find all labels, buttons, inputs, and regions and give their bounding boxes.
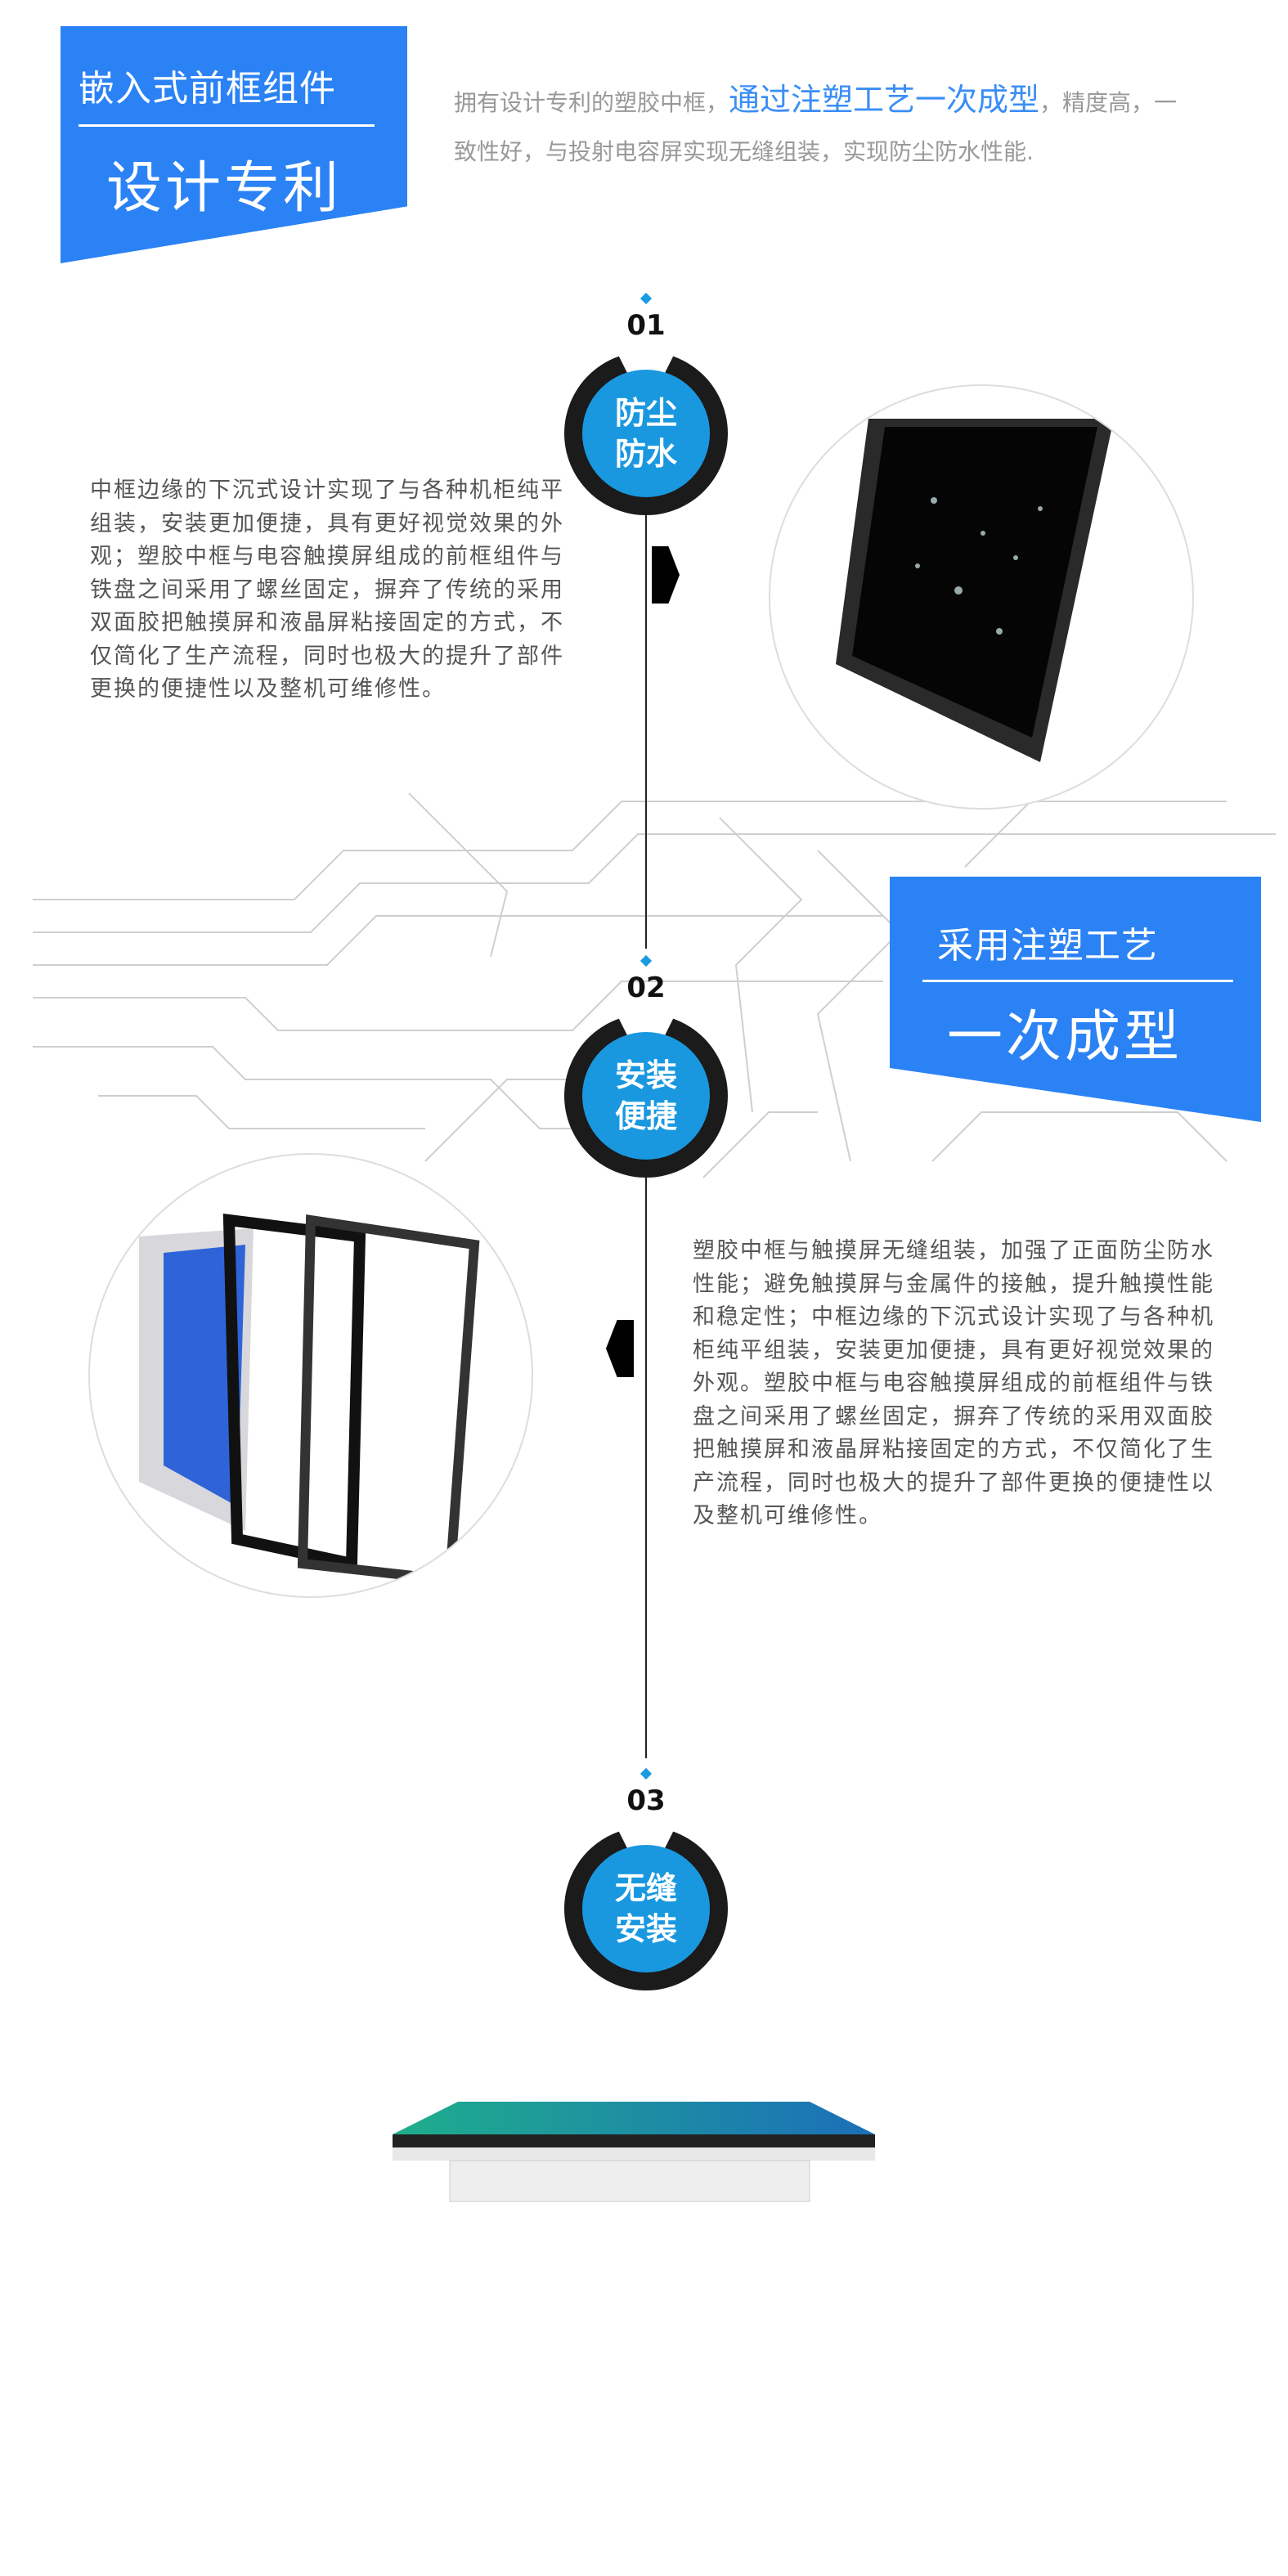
badge-label: 防尘 xyxy=(614,395,677,431)
feature-badge-easy-install: 安装便捷 xyxy=(564,1008,728,1178)
diamond-icon xyxy=(640,292,653,305)
patent-banner: 嵌入式前框组件 设计专利 xyxy=(61,26,407,263)
badge-label: 安装 xyxy=(614,1911,677,1947)
injection-molding-banner: 采用注塑工艺 一次成型 xyxy=(890,877,1261,1122)
banner-subtitle: 一次成型 xyxy=(947,1005,1183,1070)
badge-label: 无缝 xyxy=(614,1870,677,1906)
feature-number: 02 xyxy=(626,972,666,1004)
badge-label: 防水 xyxy=(614,436,677,472)
banner-divider xyxy=(922,980,1233,982)
banner-title: 采用注塑工艺 xyxy=(937,925,1158,967)
banner-subtitle: 设计专利 xyxy=(106,156,343,221)
feature-badge-dustproof: 防尘防水 xyxy=(564,345,728,515)
circuit-background xyxy=(33,792,1276,1178)
intro-prefix: 拥有设计专利的塑胶中框， xyxy=(454,89,729,116)
timeline-line xyxy=(645,507,647,949)
badge-label: 安装 xyxy=(614,1057,677,1093)
banner-divider xyxy=(79,124,375,127)
frame-assembly-image xyxy=(88,1153,533,1598)
feature-description: 中框边缘的下沉式设计实现了与各种机柜纯平组装，安装更加便捷，具有更好视觉效果的外… xyxy=(90,478,564,702)
banner-title: 嵌入式前框组件 xyxy=(79,68,336,110)
seamless-product-image xyxy=(393,2102,875,2202)
arrow-right-icon xyxy=(652,546,680,604)
feature-number: 03 xyxy=(626,1784,666,1817)
badge-label: 便捷 xyxy=(614,1098,677,1134)
intro-highlight: 通过注塑工艺一次成型 xyxy=(729,82,1040,118)
timeline-line xyxy=(645,1169,647,1758)
feature-number: 01 xyxy=(626,309,666,342)
diamond-icon xyxy=(640,1767,653,1780)
arrow-left-icon xyxy=(606,1320,634,1377)
intro-suffix: ，精度高，一致性好，与投射电容屏实现无缝组装，实现防尘防水性能. xyxy=(454,89,1178,165)
feature-description: 塑胶中框与触摸屏无缝组装，加强了正面防尘防水性能；避免触摸屏与金属件的接触，提升… xyxy=(693,1238,1214,1528)
waterproof-product-image xyxy=(769,384,1194,810)
feature-badge-seamless: 无缝安装 xyxy=(564,1820,728,1990)
intro-text: 拥有设计专利的塑胶中框，通过注塑工艺一次成型，精度高，一致性好，与投射电容屏实现… xyxy=(454,75,1190,177)
